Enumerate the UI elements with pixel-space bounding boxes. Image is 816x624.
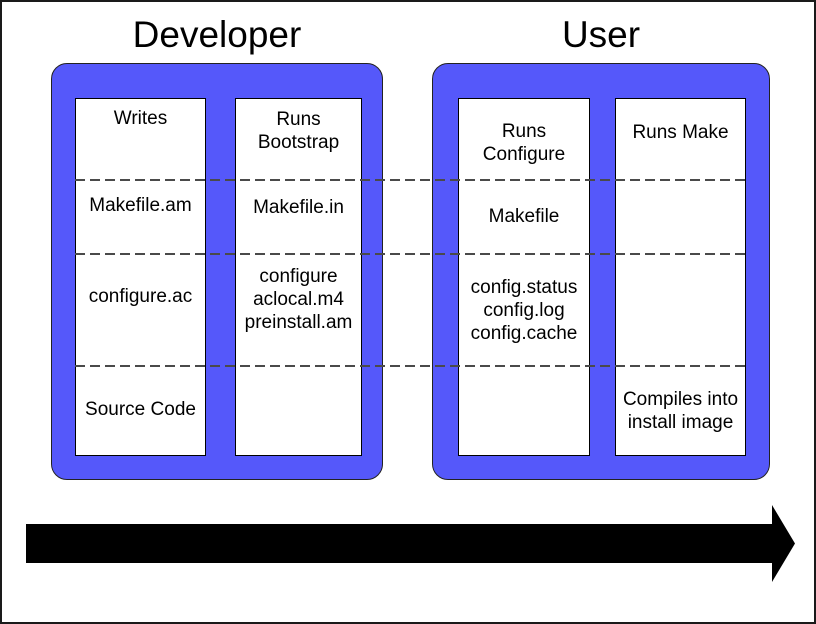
developer-writes-column: Writes Makefile.am configure.ac Source C…: [75, 98, 206, 456]
cell-empty: [236, 366, 361, 455]
cell-line: config.cache: [470, 323, 578, 344]
row-separator-dashed-line: [75, 179, 746, 181]
cell-line: Makefile.am: [89, 195, 192, 216]
cell-empty: [616, 180, 745, 254]
cell-line: Makefile.in: [253, 197, 344, 218]
cell-writes: Writes: [76, 99, 205, 180]
cell-source-code: Source Code: [76, 366, 205, 455]
cell-empty: [616, 254, 745, 366]
cell-runs-make: Runs Make: [616, 99, 745, 180]
row-separator-dashed-line: [75, 365, 746, 367]
row-separator-dashed-line: [75, 253, 746, 255]
cell-line: Source Code: [85, 399, 196, 420]
cell-line: config.status: [470, 277, 578, 298]
flow-direction-arrow-icon: [26, 505, 795, 582]
cell-line: Writes: [113, 108, 168, 129]
cell-line: preinstall.am: [244, 312, 353, 333]
cell-config-outputs: config.status config.log config.cache: [459, 254, 589, 366]
cell-makefile: Makefile: [459, 180, 589, 254]
cell-compiles-into: Compiles into install image: [616, 366, 745, 455]
user-configure-column: Runs Configure Makefile config.status co…: [458, 98, 590, 456]
cell-makefile-am: Makefile.am: [76, 180, 205, 254]
cell-line: aclocal.m4: [253, 289, 344, 310]
cell-line: Bootstrap: [257, 132, 340, 153]
cell-line: Runs Make: [632, 122, 729, 143]
cell-empty: [459, 366, 589, 455]
cell-line: Configure: [482, 144, 566, 165]
cell-line: Runs: [501, 121, 547, 142]
cell-runs-bootstrap: Runs Bootstrap: [236, 99, 361, 180]
cell-makefile-in: Makefile.in: [236, 180, 361, 254]
cell-line: config.log: [483, 300, 565, 321]
cell-configure-ac: configure.ac: [76, 254, 205, 366]
cell-line: configure.ac: [88, 286, 193, 307]
cell-line: configure: [259, 266, 338, 287]
cell-line: Compiles into: [622, 389, 739, 410]
cell-line: Runs: [276, 109, 321, 130]
user-make-column: Runs Make Compiles into install image: [615, 98, 746, 456]
cell-line: Makefile: [488, 206, 560, 227]
developer-section-title: Developer: [132, 14, 302, 55]
cell-runs-configure: Runs Configure: [459, 99, 589, 180]
developer-bootstrap-column: Runs Bootstrap Makefile.in configure acl…: [235, 98, 362, 456]
cell-configure-outputs: configure aclocal.m4 preinstall.am: [236, 254, 361, 366]
user-section-title: User: [561, 14, 641, 55]
cell-line: install image: [627, 412, 734, 433]
